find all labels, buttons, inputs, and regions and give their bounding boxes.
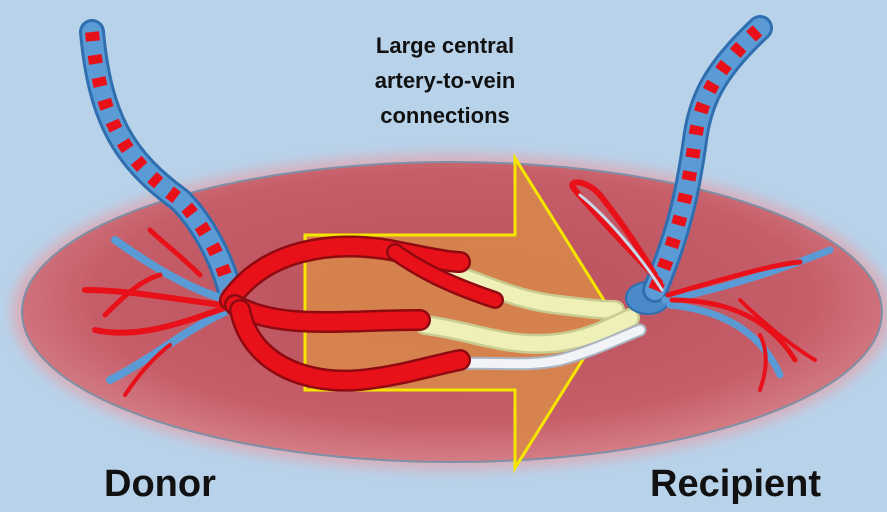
annotation-line-2: artery-to-vein (330, 63, 560, 98)
recipient-label: Recipient (650, 462, 821, 506)
anastomosis-annotation: Large central artery-to-vein connections (330, 28, 560, 133)
donor-label: Donor (104, 462, 216, 506)
annotation-line-3: connections (330, 98, 560, 133)
annotation-line-1: Large central (330, 28, 560, 63)
